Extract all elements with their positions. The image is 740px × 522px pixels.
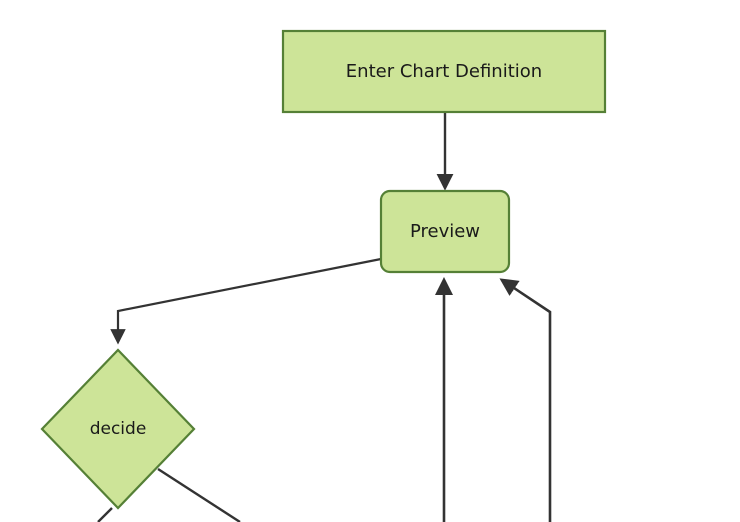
node-layer xyxy=(40,29,607,510)
edge-decide-right-out xyxy=(157,467,241,522)
edge-preview-to-decide xyxy=(110,257,382,345)
node-enter-chart-definition[interactable] xyxy=(281,29,607,114)
edge-layer xyxy=(97,113,552,522)
edge-decide-bottom-out xyxy=(97,507,113,522)
node-preview[interactable] xyxy=(379,189,511,274)
node-decide[interactable] xyxy=(40,348,196,510)
edge-up-right-to-preview xyxy=(499,278,552,522)
